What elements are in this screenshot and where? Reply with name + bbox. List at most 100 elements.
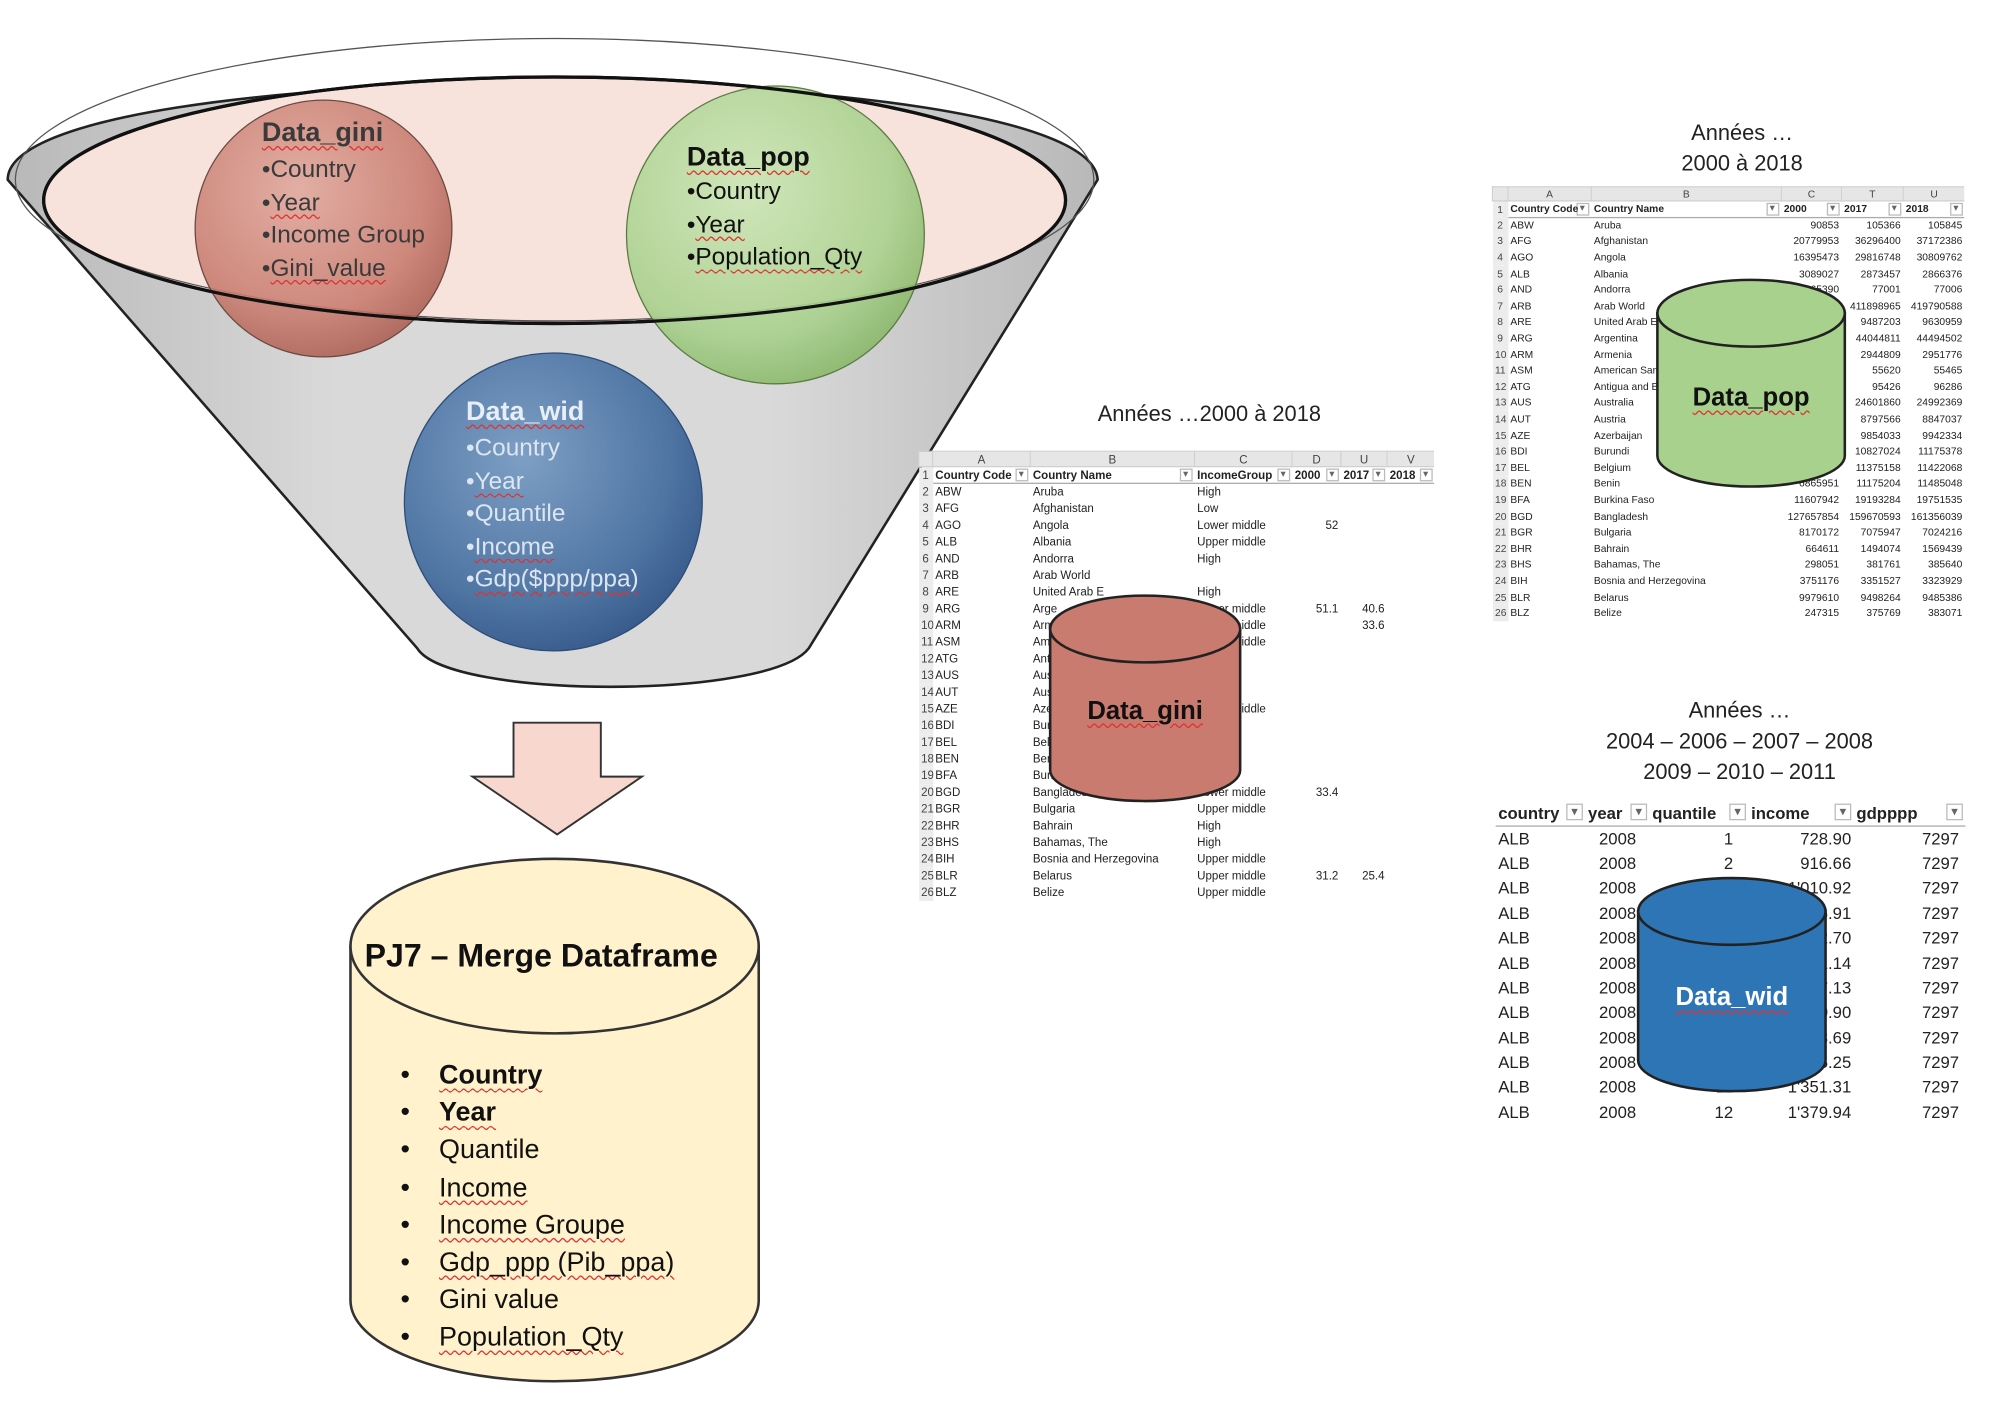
table-cell: 7297 [1921, 928, 1960, 948]
table-cell: Ber [1032, 752, 1051, 766]
column-header[interactable]: ▾2000 [1781, 200, 1842, 218]
pop-caption-line-2: 2000 à 2018 [1681, 151, 1803, 176]
table-cell [1387, 617, 1434, 634]
column-header-label: 2000 [1294, 468, 1321, 482]
table-cell: Bangladesh [1593, 510, 1649, 522]
column-header[interactable]: ▾2017 [1340, 466, 1388, 484]
filter-dropdown-icon[interactable]: ▾ [1765, 202, 1779, 216]
table-cell: ARM [1510, 348, 1534, 361]
table-cell [1292, 634, 1341, 651]
filter-dropdown-icon[interactable]: ▾ [1371, 468, 1385, 482]
column-header[interactable]: ▾Country Name [1030, 466, 1195, 484]
row-number: 20 [918, 783, 933, 801]
column-header[interactable]: ▾2018 [1387, 466, 1435, 484]
table-cell: 11607942 [1794, 494, 1840, 506]
filter-dropdown-icon[interactable]: ▾ [1946, 803, 1963, 821]
column-header[interactable]: ▾Country Name [1591, 200, 1782, 218]
table-cell [1387, 533, 1434, 550]
table-cell: BLZ [935, 885, 957, 899]
table-cell: Lower middle [1197, 518, 1266, 532]
row-number: 19 [918, 767, 933, 784]
wid-caption-line-1: Années … [1688, 698, 1791, 723]
table-cell: ALB [935, 535, 958, 549]
column-header[interactable]: ▾year [1585, 801, 1650, 827]
column-letter: B [1029, 450, 1196, 468]
table-cell: Belgium [1593, 461, 1631, 474]
filter-dropdown-icon[interactable]: ▾ [1826, 202, 1840, 216]
filter-dropdown-icon[interactable]: ▾ [1949, 202, 1963, 216]
table-cell: 2008 [1599, 903, 1637, 923]
table-cell: 19751535 [1916, 494, 1963, 506]
column-header[interactable]: ▾2017 [1841, 200, 1904, 218]
row-number: 8 [1492, 314, 1508, 331]
table-cell: 7297 [1921, 829, 1960, 849]
table-cell: AFG [935, 501, 960, 515]
column-header[interactable]: ▾income [1748, 801, 1854, 827]
filter-dropdown-icon[interactable]: ▾ [1575, 202, 1589, 216]
row-number: 21 [918, 800, 933, 818]
table-cell: AND [935, 551, 960, 565]
table-cell: 2951776 [1922, 348, 1963, 361]
data-pop-circle [625, 85, 925, 385]
list-item: •Gdp_ppp (Pib_ppa) [400, 1247, 675, 1278]
column-header[interactable]: ▾gdpppp [1853, 801, 1966, 827]
column-header[interactable]: ▾country [1495, 801, 1586, 827]
column-letter: U [1902, 186, 1965, 202]
table-cell: 1'379.94 [1787, 1102, 1852, 1122]
filter-dropdown-icon[interactable]: ▾ [1834, 803, 1852, 821]
column-letter: C [1193, 450, 1293, 468]
row-number: 10 [918, 616, 933, 634]
column-header-label: 2018 [1905, 202, 1929, 215]
filter-dropdown-icon[interactable]: ▾ [1276, 468, 1290, 482]
table-cell: Albania [1593, 267, 1629, 280]
column-header[interactable]: ▾IncomeGroup [1194, 466, 1293, 484]
data-gini-title: Data_gini [261, 118, 384, 148]
row-number: 5 [1492, 265, 1508, 282]
table-cell: 1'010.92 [1787, 878, 1852, 898]
row-number: 23 [918, 833, 933, 851]
column-header[interactable]: ▾Country Code [1507, 200, 1592, 218]
table-cell: 8847037 [1922, 413, 1963, 425]
table-cell: ALB [1498, 1027, 1530, 1048]
filter-dropdown-icon[interactable]: ▾ [1566, 803, 1583, 821]
column-header[interactable]: ▾quantile [1649, 801, 1749, 827]
filter-dropdown-icon[interactable]: ▾ [1887, 202, 1901, 216]
filter-dropdown-icon[interactable]: ▾ [1419, 468, 1433, 482]
table-cell: Arge [1032, 602, 1058, 615]
table-cell: ALB [1498, 1102, 1530, 1122]
table-cell [1292, 750, 1341, 767]
merge-cylinder [349, 857, 761, 1383]
table-cell [1341, 800, 1387, 817]
row-number: 25 [918, 867, 933, 884]
column-letter: U [1340, 450, 1388, 468]
column-header[interactable]: ▾ 2000 [1292, 466, 1341, 484]
filter-dropdown-icon[interactable]: ▾ [1179, 468, 1193, 482]
table-cell: 1'273.69 [1787, 1027, 1852, 1048]
table-cell: Aus [1032, 685, 1053, 699]
filter-dropdown-icon[interactable]: ▾ [1325, 468, 1339, 482]
header-row: ▾country▾year▾quantile▾income▾gdpppp [1495, 801, 1966, 827]
filter-dropdown-icon[interactable]: ▾ [1014, 468, 1028, 482]
table-cell: 9485386 [1922, 591, 1963, 603]
column-header[interactable]: ▾ 2018 [1903, 200, 1965, 218]
table-cell: Bosnia and Herzegovina [1593, 575, 1706, 587]
table-cell: AZE [935, 702, 958, 716]
table-cell: 383071 [1928, 607, 1963, 619]
column-header-label: Country Code [935, 468, 1012, 482]
table-cell: 3351527 [1860, 575, 1901, 587]
table-cell: Afghanistan [1032, 501, 1094, 515]
corner-cell [1491, 186, 1509, 202]
row-number: 14 [918, 683, 933, 701]
filter-dropdown-icon[interactable]: ▾ [1630, 803, 1648, 821]
column-header[interactable]: ▾Country Code [932, 466, 1031, 484]
filter-dropdown-icon[interactable]: ▾ [1729, 803, 1746, 821]
